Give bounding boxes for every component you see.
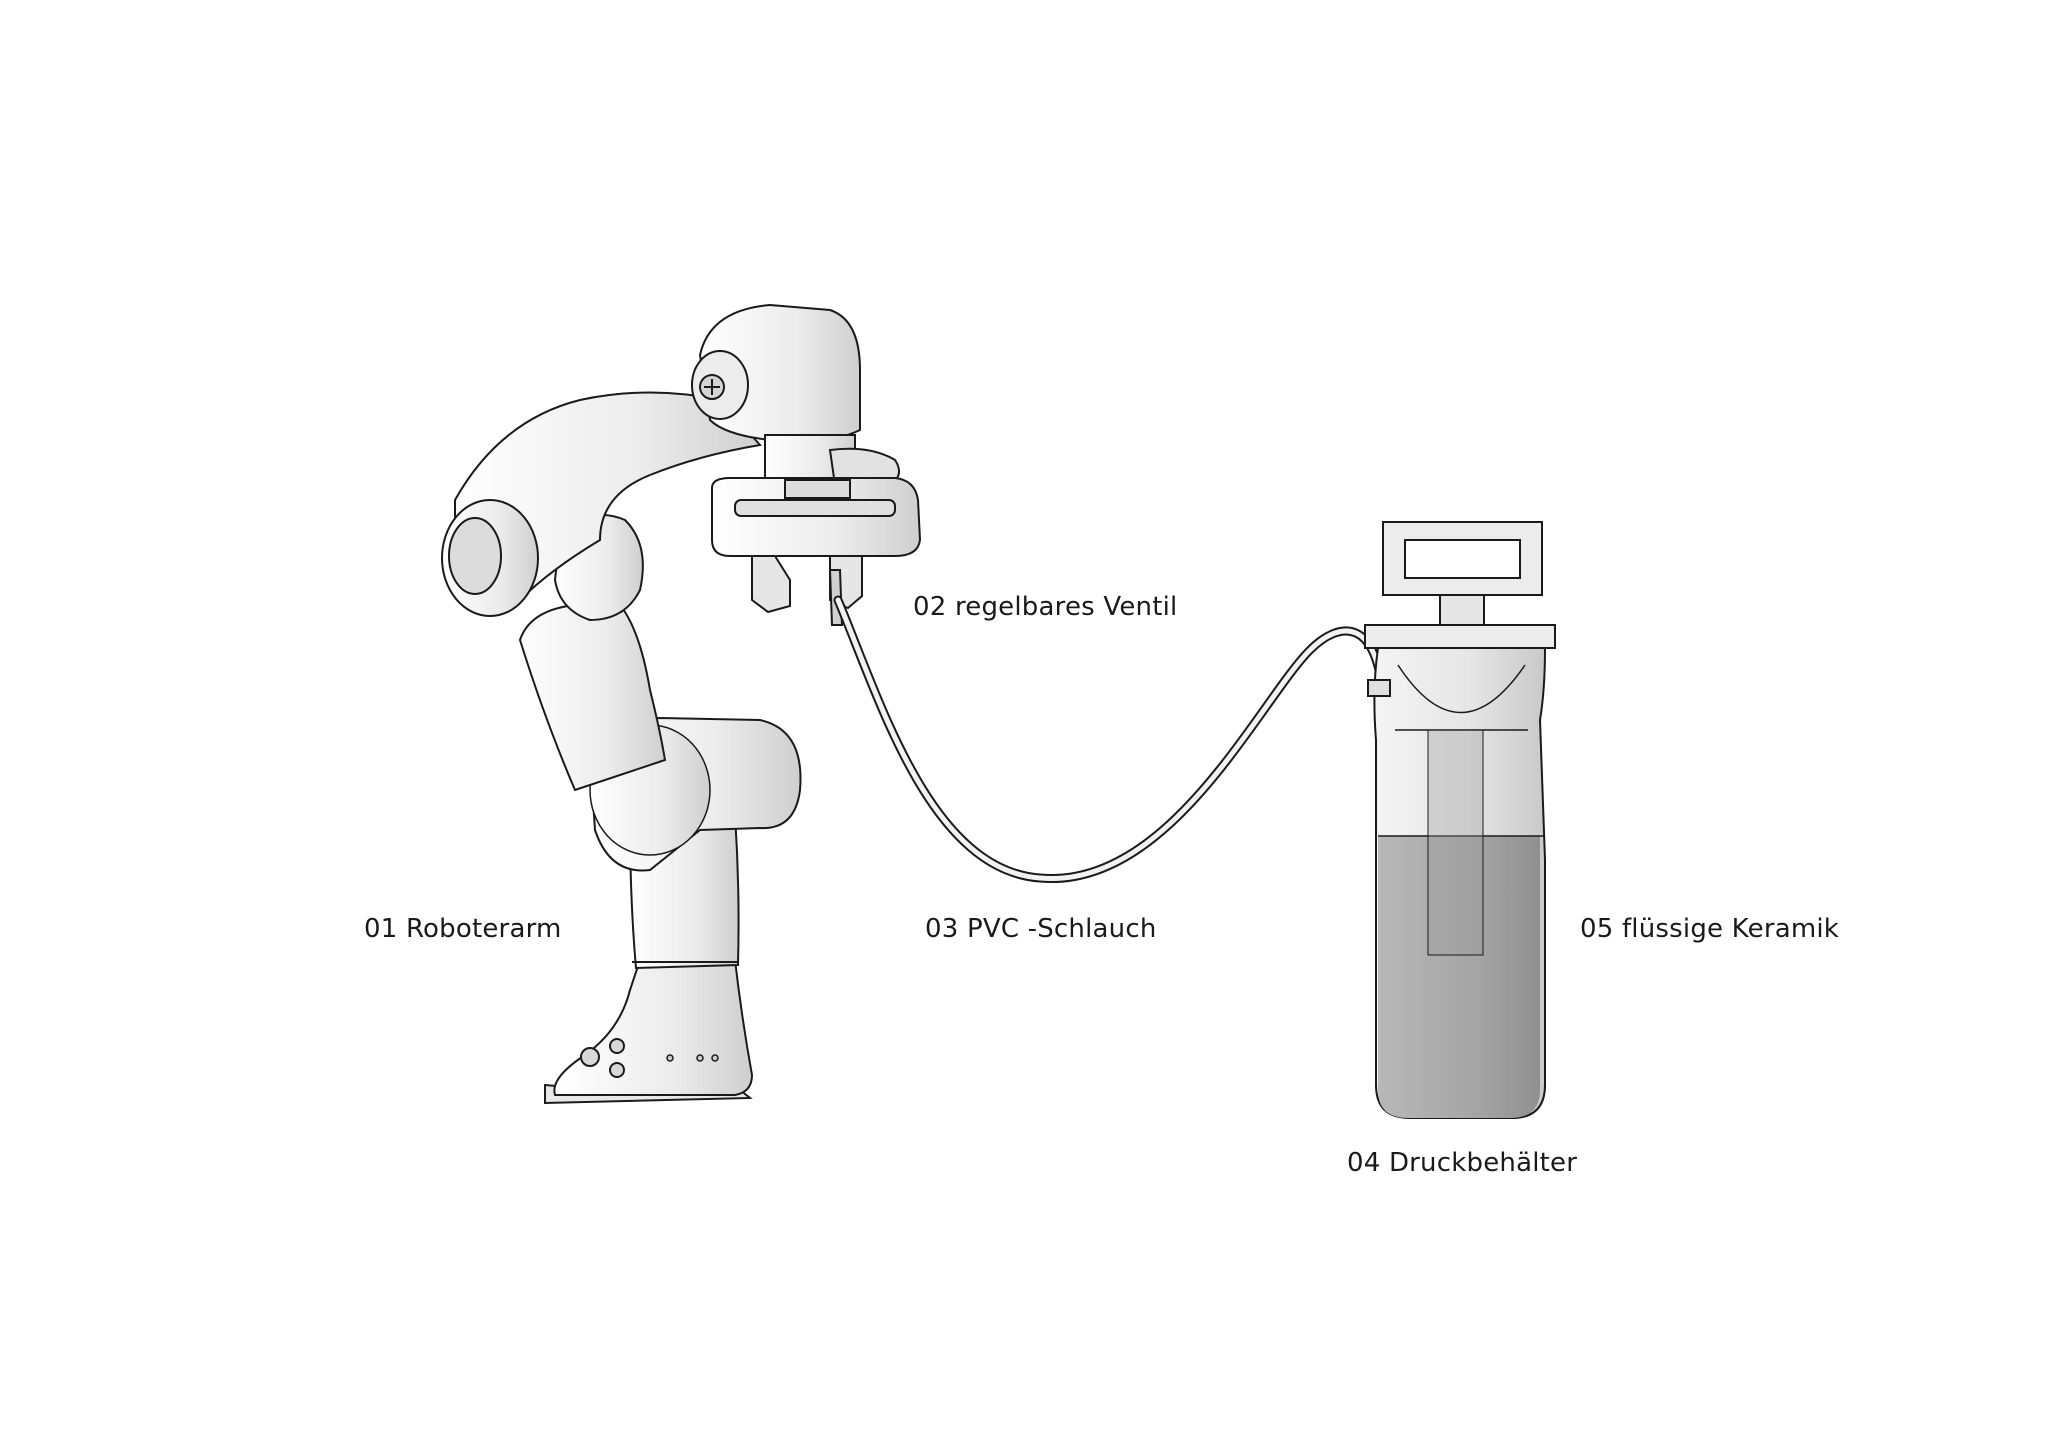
base-button — [666, 1054, 674, 1062]
pvc-hose — [833, 595, 1387, 883]
liquid-ceramic — [1378, 836, 1540, 1118]
base-button — [696, 1054, 704, 1062]
gripper-finger — [751, 555, 791, 614]
robot-base — [553, 959, 754, 1096]
pressure-tank — [1364, 521, 1556, 1119]
hose-clip — [1367, 679, 1391, 697]
label-valve: 02 regelbares Ventil — [913, 592, 1178, 622]
label-pressure-tank: 04 Druckbehälter — [1347, 1148, 1578, 1178]
robot-link-mid — [518, 604, 667, 792]
base-button — [609, 1062, 625, 1078]
base-button — [711, 1054, 719, 1062]
label-liquid-ceramic: 05 flüssige Keramik — [1580, 914, 1840, 944]
tank-collar — [1364, 624, 1556, 649]
label-robot-arm: 01 Roboterarm — [364, 914, 562, 944]
label-hose: 03 PVC -Schlauch — [925, 914, 1157, 944]
tank-handle — [1382, 521, 1543, 596]
base-button — [580, 1047, 600, 1067]
robot-arm — [441, 303, 922, 1105]
tank-dip-tube — [1427, 729, 1484, 956]
pvc-hose-inner — [835, 597, 1385, 881]
base-button — [609, 1038, 625, 1054]
